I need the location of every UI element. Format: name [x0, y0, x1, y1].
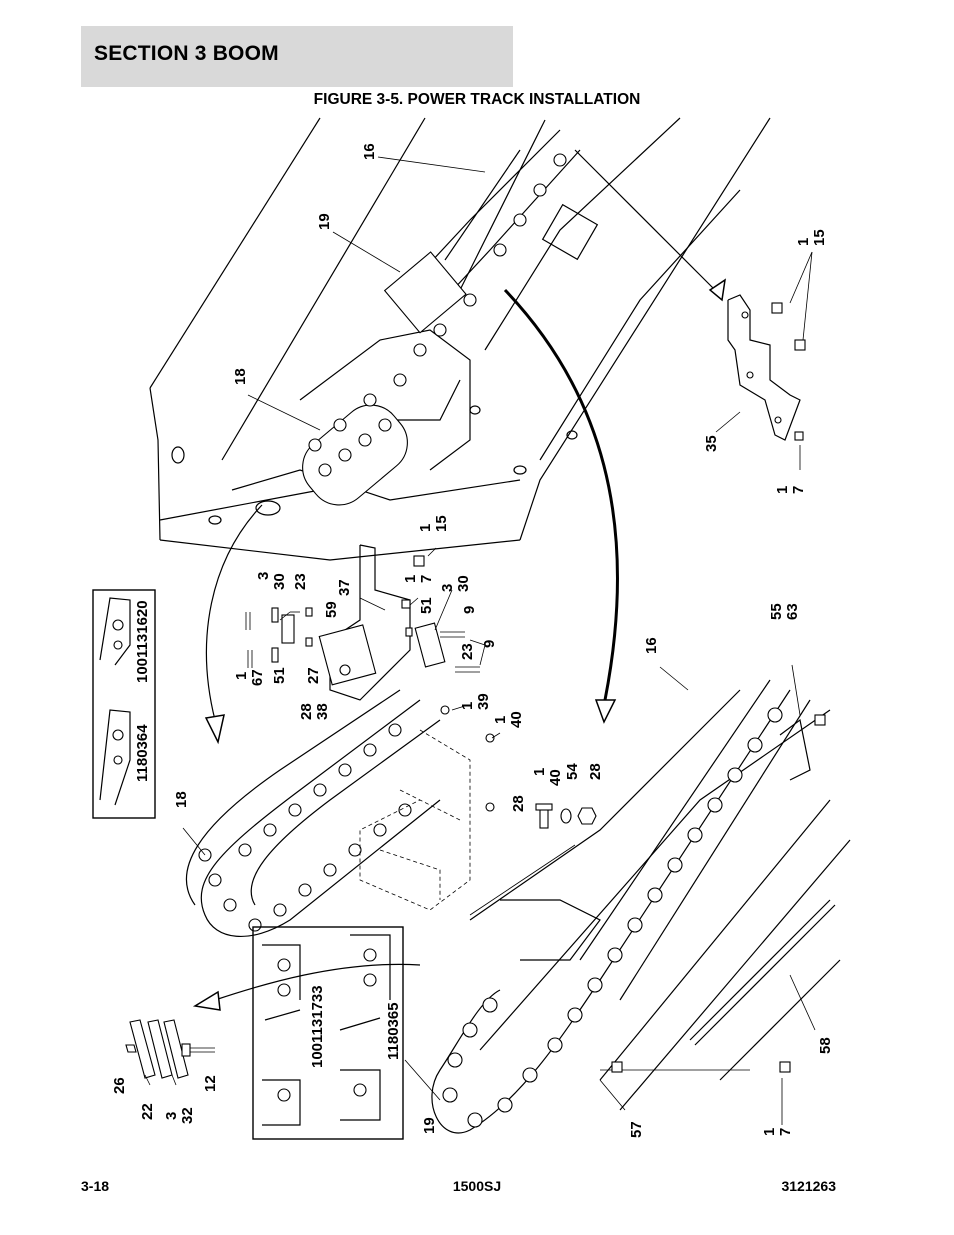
- callout-3-30-a: 3: [255, 572, 272, 580]
- callout-3-32-b: 32: [179, 1107, 196, 1124]
- arrow-to-bracket: [574, 149, 721, 296]
- clamp-plates: [125, 1019, 215, 1079]
- lower-power-track-chain: [431, 679, 826, 1134]
- model-name: 1500SJ: [452, 1178, 502, 1194]
- callout-1-7-mid-b: 7: [418, 575, 435, 583]
- callout-3-30-mid-b: 30: [455, 575, 472, 592]
- callout-35: 35: [703, 435, 720, 452]
- callout-26: 26: [111, 1077, 128, 1094]
- callout-1-15-mid-a: 1: [417, 524, 434, 532]
- callout-1-7-right-b: 7: [790, 486, 807, 494]
- callout-18-upper: 18: [232, 368, 249, 385]
- page-number: 3-18: [81, 1178, 110, 1194]
- ghost-mount-block: [359, 729, 471, 911]
- inset-part-1001131620: 1001131620: [134, 600, 151, 683]
- callout-23-a: 23: [292, 573, 309, 590]
- inset-part-1180365: 1180365: [385, 1002, 402, 1060]
- callout-27: 27: [305, 667, 322, 684]
- callout-28-38-b: 38: [314, 703, 331, 720]
- callout-9-a: 9: [461, 606, 478, 614]
- section-header: SECTION 3 BOOM: [81, 26, 513, 87]
- callout-28-38-a: 28: [298, 703, 315, 720]
- callout-1-39-b: 39: [475, 693, 492, 710]
- leader-lines: [144, 156, 816, 1125]
- upper-boom-outline: [149, 117, 771, 561]
- callout-51-b: 51: [271, 667, 288, 684]
- callout-19-bottom: 19: [421, 1117, 438, 1134]
- callout-1-40-lower-a: 1: [531, 768, 548, 776]
- inset-box-lower-middle: [252, 926, 404, 1140]
- bracket-35: [727, 294, 806, 441]
- inset-lower-middle-drawing: [262, 934, 391, 1126]
- inset-upper-left-drawing: [99, 597, 131, 806]
- callout-1-7-bottom-b: 7: [777, 1128, 794, 1136]
- callout-9-b: 9: [481, 640, 498, 648]
- left-power-track-chain: [185, 689, 441, 938]
- callout-1-67-a: 1: [233, 672, 250, 680]
- inset-part-1001131733: 1001131733: [309, 985, 326, 1068]
- curved-arrow-left: [205, 504, 263, 721]
- arrow-to-clamp: [214, 963, 421, 1001]
- callout-18-lower: 18: [173, 791, 190, 808]
- callout-1-39-a: 1: [459, 702, 476, 710]
- curved-arrow-right: [503, 288, 619, 701]
- callout-1-40-b: 40: [508, 711, 525, 728]
- callout-1-7-right-a: 1: [774, 486, 791, 494]
- bracket-37-assembly: [245, 544, 480, 701]
- callout-22: 22: [139, 1103, 156, 1120]
- callout-58: 58: [817, 1037, 834, 1054]
- callout-1-40-a: 1: [492, 716, 509, 724]
- callout-1-15-right-a: 1: [795, 238, 812, 246]
- inset-box-upper-left: [92, 589, 156, 819]
- callout-55-63-b: 63: [784, 603, 801, 620]
- callout-16-top: 16: [361, 143, 378, 160]
- upper-power-track-chain: [302, 129, 581, 506]
- callout-labels: 16 19 1 15 18 35 1 7 1 15 3 30 23 37 1 7…: [111, 143, 834, 1138]
- figure-title: FIGURE 3-5. POWER TRACK INSTALLATION: [313, 91, 641, 108]
- callout-3-30-b: 30: [271, 573, 288, 590]
- inset-part-1180364: 1180364: [134, 724, 151, 782]
- hardware-stack: [440, 705, 597, 829]
- callout-37: 37: [336, 579, 353, 596]
- callout-16-mid: 16: [643, 637, 660, 654]
- section-title: SECTION 3 BOOM: [94, 42, 279, 65]
- callout-23-b: 23: [459, 643, 476, 660]
- callout-3-32-a: 3: [163, 1112, 180, 1120]
- lower-boom-outline: [469, 689, 851, 1111]
- manual-number: 3121263: [781, 1178, 836, 1194]
- callout-1-15-mid-b: 15: [433, 515, 450, 532]
- callout-1-40-lower-b: 40: [547, 769, 564, 786]
- callout-59: 59: [323, 601, 340, 618]
- callout-19-top: 19: [316, 213, 333, 230]
- callout-51-a: 51: [418, 597, 435, 614]
- callout-3-30-mid-a: 3: [439, 584, 456, 592]
- callout-1-7-mid-a: 1: [402, 575, 419, 583]
- callout-1-7-bottom-a: 1: [761, 1128, 778, 1136]
- callout-12: 12: [202, 1075, 219, 1092]
- callout-28-lower: 28: [587, 763, 604, 780]
- callout-57: 57: [628, 1121, 645, 1138]
- callout-28-small: 28: [510, 795, 527, 812]
- callout-1-67-b: 67: [249, 669, 266, 686]
- callout-54: 54: [564, 763, 581, 780]
- callout-1-15-right-b: 15: [811, 229, 828, 246]
- callout-55-63-a: 55: [768, 603, 785, 620]
